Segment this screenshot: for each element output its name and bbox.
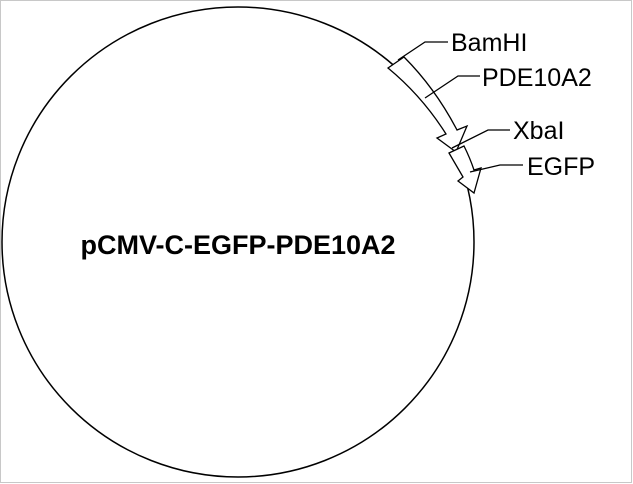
pde10a2-leader-line: [424, 75, 480, 99]
egfp-label: EGFP: [527, 153, 595, 181]
xbai-leader-line: [451, 129, 510, 149]
plasmid-backbone-circle: [1, 6, 475, 478]
pde10a2-label: PDE10A2: [482, 64, 592, 92]
plasmid-name-label: pCMV-C-EGFP-PDE10A2: [80, 230, 395, 260]
bamhi-leader-line: [397, 41, 448, 61]
pde10a2-feature-arrow: [386, 56, 469, 154]
bamhi-label: BamHI: [451, 29, 527, 57]
xbai-label: XbaI: [513, 117, 564, 145]
egfp-leader-line: [469, 164, 523, 173]
egfp-feature-arrow: [448, 145, 482, 195]
